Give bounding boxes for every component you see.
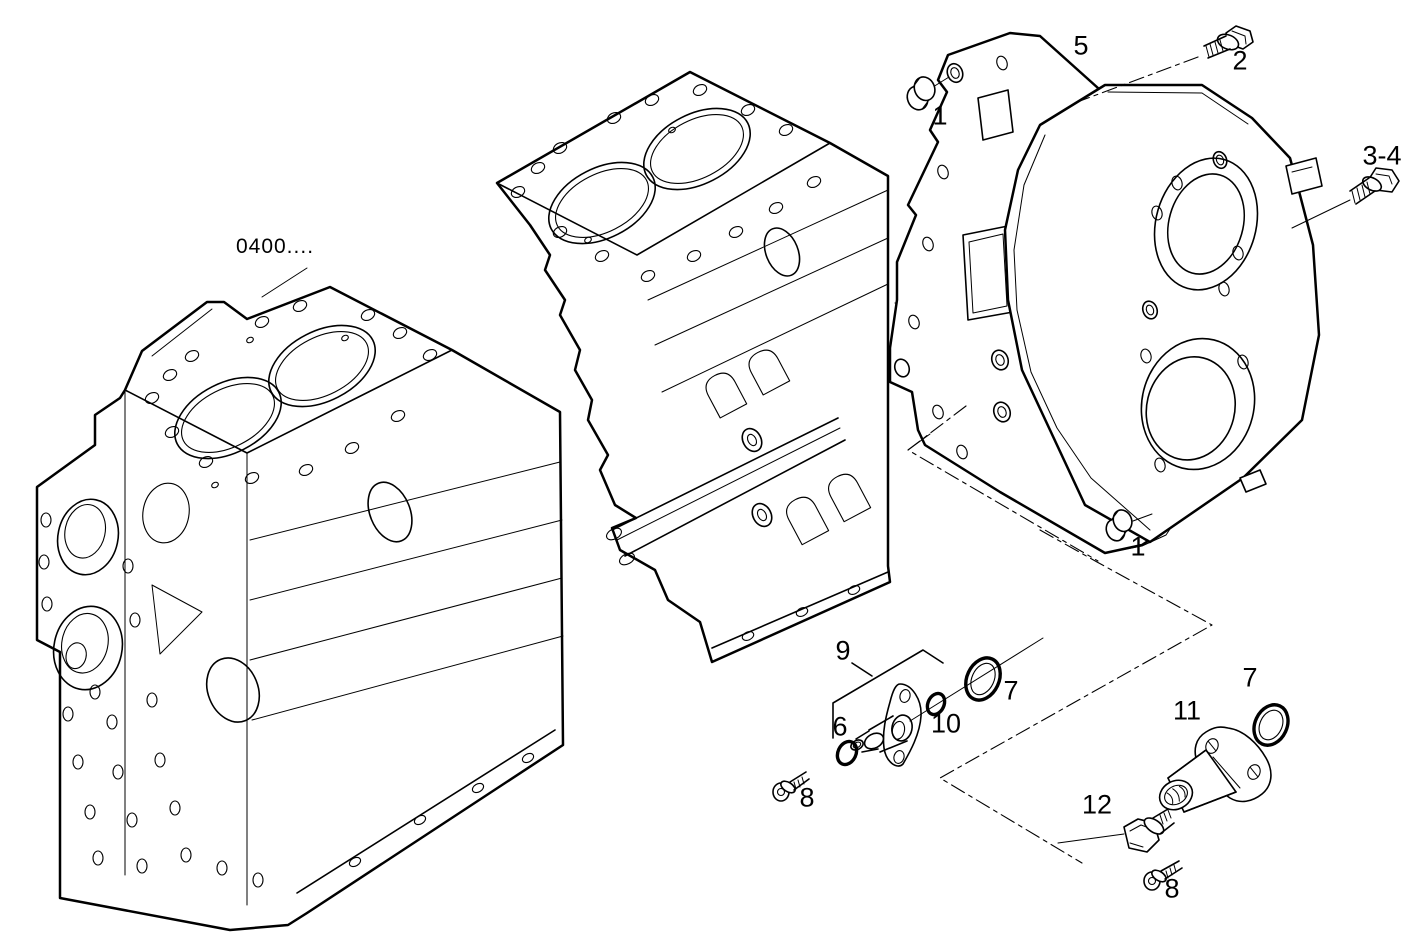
callout-screw-left: 8 [799, 782, 815, 813]
bolt-side [1291, 167, 1400, 229]
cup-plug-bottom [1105, 509, 1153, 542]
callout-filler-neck: 11 [1172, 695, 1202, 726]
cup-plug-top [906, 76, 950, 111]
cylinder-block-front-view [35, 285, 565, 932]
callout-o-ring-left: 7 [1003, 675, 1019, 706]
gear-case-cover [1003, 83, 1323, 544]
union-axis-leader [909, 637, 1044, 722]
callout-cup-plug-bottom: 1 [1130, 531, 1146, 562]
callout-o-ring-small: 6 [832, 711, 848, 742]
callout-screw-right: 8 [1164, 873, 1180, 904]
callout-cup-plug-top: 1 [932, 100, 948, 131]
drawing-reference: 0400.... [235, 235, 315, 258]
cylinder-block-rear-view [495, 70, 892, 664]
screw-8-right [1143, 860, 1183, 891]
o-ring-7-left [964, 656, 1002, 702]
callout-union-group: 9 [835, 635, 851, 666]
callout-bolt-top: 2 [1232, 45, 1248, 76]
callout-gear-case-plate: 5 [1073, 30, 1089, 61]
callout-o-ring-right: 7 [1242, 662, 1258, 693]
callout-hex-plug: 12 [1081, 789, 1113, 820]
hex-plug-12 [1057, 808, 1175, 853]
phantom-assembly-lines [907, 56, 1213, 864]
o-ring-7-right [1252, 703, 1290, 747]
filler-neck [1158, 726, 1272, 813]
callout-bolt-side: 3-4 [1362, 140, 1402, 171]
o-ring-6 [835, 739, 859, 767]
o-ring-10 [925, 691, 947, 717]
reference-leader-line [261, 267, 308, 298]
screw-8-left [772, 771, 810, 802]
bolt-top [1203, 25, 1254, 59]
union-group-bracket [832, 649, 944, 739]
callout-o-ring-middle: 10 [930, 708, 962, 739]
union-fitting [850, 683, 922, 767]
